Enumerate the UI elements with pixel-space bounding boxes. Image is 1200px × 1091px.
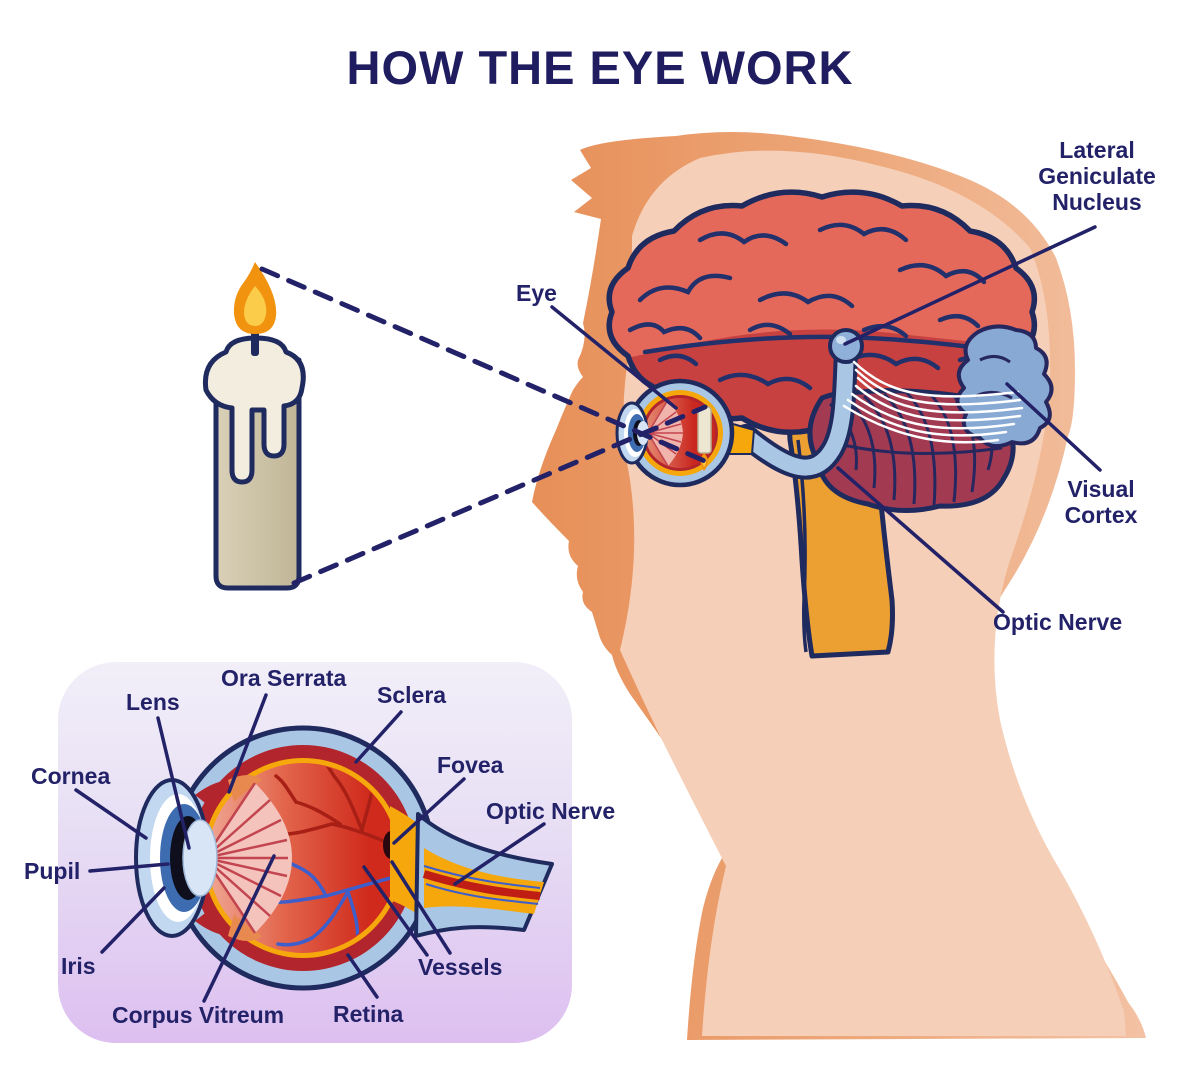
label-corpus-vitreum: Corpus Vitreum	[112, 1002, 285, 1028]
label-ora-serrata: Ora Serrata	[221, 665, 347, 691]
label-fovea: Fovea	[437, 752, 504, 778]
lens-shape	[182, 819, 218, 897]
candle	[202, 262, 306, 591]
label-sclera: Sclera	[377, 682, 447, 708]
label-optic-nerve-head: Optic Nerve	[993, 609, 1123, 635]
eye-in-head	[615, 378, 756, 488]
label-pupil: Pupil	[24, 858, 81, 884]
optic-nerve-stalk	[390, 806, 554, 938]
optic-nerve-tube	[734, 340, 858, 480]
light-ray-lower	[291, 404, 708, 586]
label-iris: Iris	[61, 953, 96, 979]
visual-cortex-region	[955, 324, 1054, 449]
label-optic-nerve-eye: Optic Nerve	[486, 798, 616, 824]
light-ray-upper	[259, 266, 710, 465]
label-cornea: Cornea	[31, 763, 111, 789]
label-vessels: Vessels	[418, 954, 503, 980]
light-rays	[259, 266, 710, 586]
lgn-node	[828, 328, 864, 364]
label-eye: Eye	[516, 280, 557, 306]
candle-flame-core	[244, 286, 267, 326]
label-visual-cortex: Visual Cortex	[1064, 476, 1138, 528]
page-title: HOW THE EYE WORK	[346, 41, 854, 94]
label-lens: Lens	[126, 689, 180, 715]
candle-wax-drips	[202, 335, 306, 485]
optic-radiations	[842, 360, 1024, 444]
label-retina: Retina	[333, 1001, 404, 1027]
label-lateral-geniculate-nucleus: Lateral Geniculate Nucleus	[1038, 137, 1156, 215]
pointer-lines	[74, 225, 1102, 1003]
ciliary-fan	[195, 775, 292, 941]
